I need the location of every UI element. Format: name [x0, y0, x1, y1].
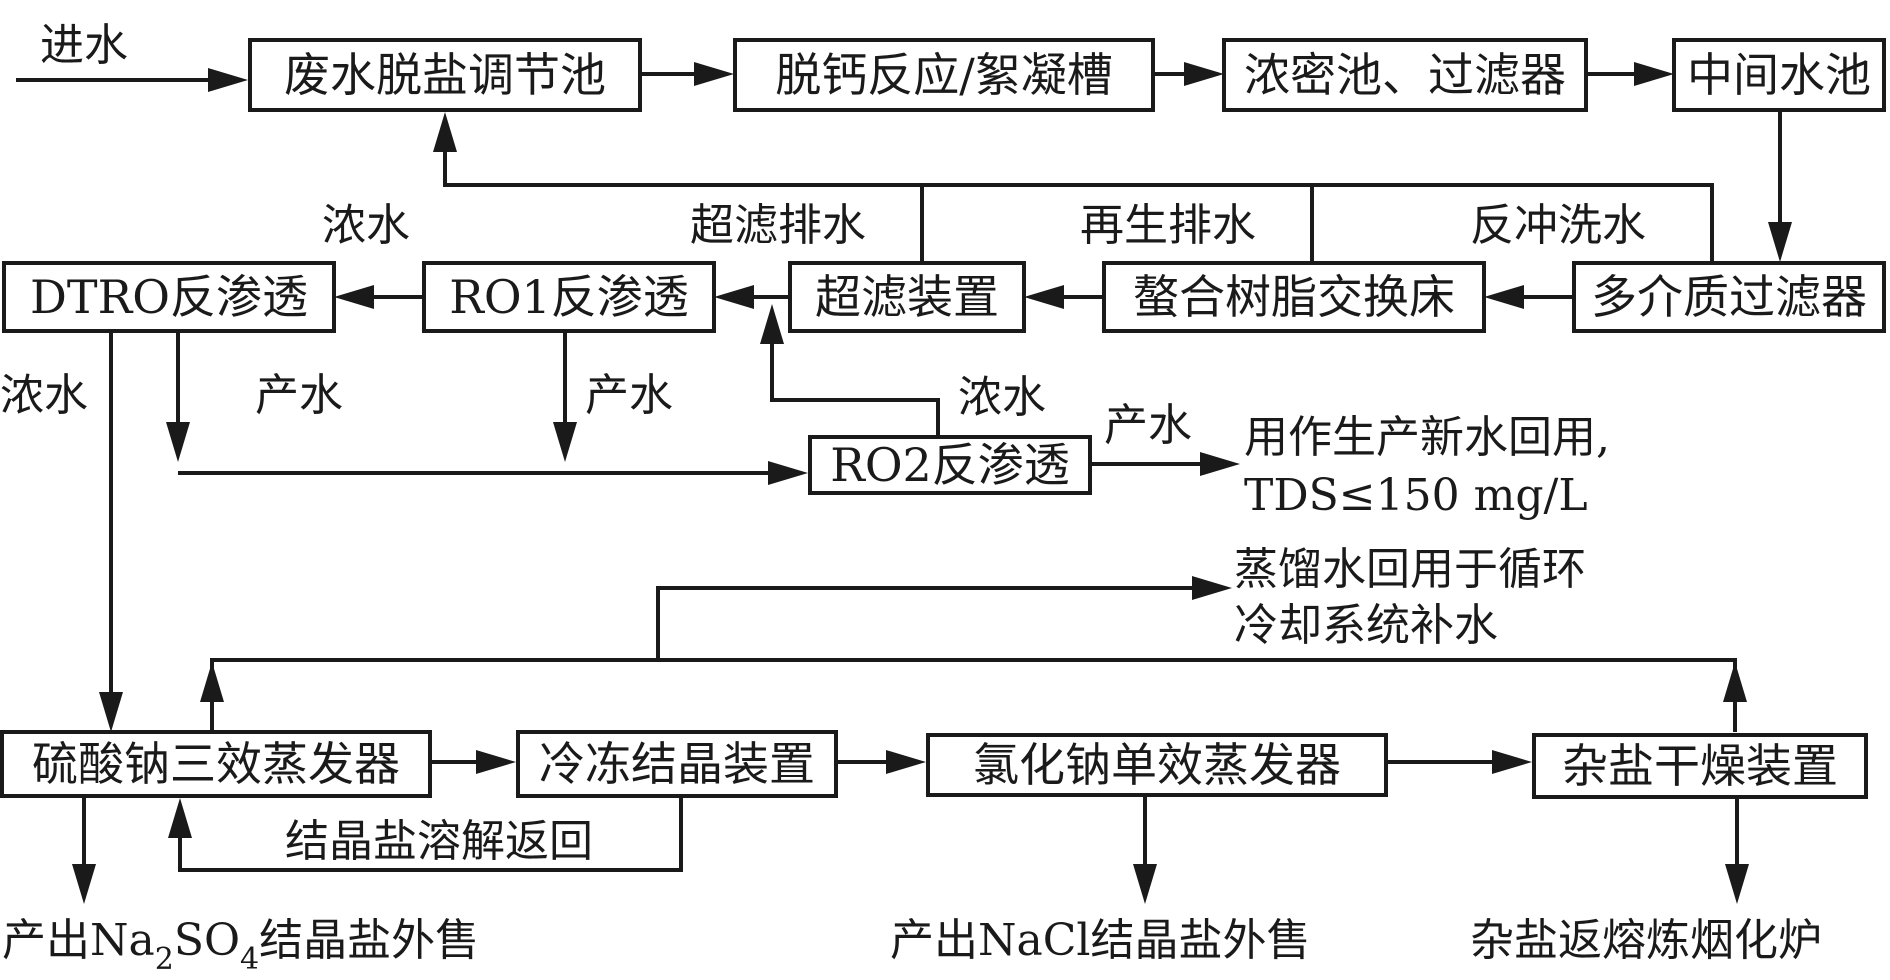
- svg-text:DTRO反渗透: DTRO反渗透: [30, 270, 308, 324]
- node-ultrafiltration: 超滤装置: [788, 261, 1026, 333]
- label-uf-drain: 超滤排水: [690, 200, 866, 251]
- node-chelating-resin-bed: 螯合树脂交换床: [1102, 261, 1486, 333]
- svg-text:RO1反渗透: RO1反渗透: [449, 270, 689, 324]
- node-freeze-crystallizer: 冷冻结晶装置: [516, 730, 838, 798]
- arrowhead-icon: [714, 285, 754, 309]
- arrowhead-icon: [72, 864, 96, 904]
- output-tds-spec: TDS≤150 mg/L: [1244, 470, 1588, 521]
- arrowhead-icon: [168, 798, 192, 838]
- node-ro1: RO1反渗透: [422, 261, 716, 333]
- node-ro2: RO2反渗透: [808, 435, 1092, 495]
- arrowhead-icon: [553, 422, 577, 462]
- label-ro1-product: 产水: [585, 370, 673, 421]
- arrowhead-icon: [476, 750, 516, 774]
- output-distilled-water: 蒸馏水回用于循环: [1234, 544, 1586, 595]
- drain-return-line: [443, 140, 1714, 262]
- svg-text:浓密池、过滤器: 浓密池、过滤器: [1244, 48, 1566, 102]
- svg-text:脱钙反应/絮凝槽: 脱钙反应/絮凝槽: [775, 48, 1113, 102]
- arrowhead-icon: [1634, 62, 1674, 86]
- output-cooling-makeup: 冷却系统补水: [1234, 600, 1498, 651]
- output-mixed-salt: 杂盐返熔炼烟化炉: [1470, 915, 1822, 966]
- node-decalcification-tank: 脱钙反应/絮凝槽: [733, 38, 1155, 112]
- node-na2so4-evaporator: 硫酸钠三效蒸发器: [0, 730, 432, 798]
- arrowhead-icon: [1184, 62, 1224, 86]
- arrowhead-icon: [1024, 285, 1064, 309]
- svg-text:螯合树脂交换床: 螯合树脂交换床: [1133, 270, 1455, 324]
- svg-text:氯化钠单效蒸发器: 氯化钠单效蒸发器: [973, 738, 1341, 792]
- distilled-header-line: [210, 658, 1737, 700]
- node-mixed-salt-dryer: 杂盐干燥装置: [1532, 733, 1868, 799]
- arrowhead-icon: [208, 68, 248, 92]
- distilled-water-line: [656, 586, 1195, 660]
- label-ro1-concentrate: 浓水: [322, 200, 410, 251]
- arrowhead-icon: [99, 692, 123, 732]
- label-crystal-return: 结晶盐溶解返回: [285, 816, 593, 867]
- node-thickener-filter: 浓密池、过滤器: [1222, 38, 1588, 112]
- output-na2so4-salt: 产出Na2SO4结晶盐外售: [2, 915, 479, 977]
- node-regulating-pool: 废水脱盐调节池: [248, 38, 642, 112]
- arrowhead-icon: [1768, 222, 1792, 262]
- node-dtro: DTRO反渗透: [2, 261, 336, 333]
- svg-text:RO2反渗透: RO2反渗透: [830, 438, 1070, 492]
- connectors: [16, 62, 1792, 904]
- arrowhead-icon: [1192, 576, 1232, 600]
- arrowhead-icon: [1723, 662, 1747, 702]
- arrowhead-icon: [1133, 864, 1157, 904]
- arrowhead-icon: [200, 662, 224, 702]
- arrowhead-icon: [334, 285, 374, 309]
- label-dtro-product: 产水: [255, 370, 343, 421]
- output-nacl-salt: 产出NaCl结晶盐外售: [890, 915, 1310, 966]
- node-intermediate-pool: 中间水池: [1672, 38, 1886, 112]
- label-backwash: 反冲洗水: [1470, 200, 1646, 251]
- crystal-return-line: [178, 796, 683, 872]
- label-dtro-concentrate: 浓水: [0, 370, 88, 421]
- arrowhead-icon: [1725, 864, 1749, 904]
- node-nacl-evaporator: 氯化钠单效蒸发器: [926, 733, 1388, 797]
- arrowhead-icon: [166, 422, 190, 462]
- svg-text:废水脱盐调节池: 废水脱盐调节池: [284, 48, 606, 102]
- svg-text:硫酸钠三效蒸发器: 硫酸钠三效蒸发器: [32, 737, 400, 791]
- svg-text:冷冻结晶装置: 冷冻结晶装置: [539, 737, 815, 791]
- node-multimedia-filter: 多介质过滤器: [1572, 261, 1886, 333]
- arrowhead-icon: [433, 112, 457, 152]
- arrowhead-icon: [768, 461, 808, 485]
- svg-text:超滤装置: 超滤装置: [815, 270, 999, 324]
- arrowhead-icon: [694, 62, 734, 86]
- label-regen-drain: 再生排水: [1080, 200, 1256, 251]
- arrowhead-icon: [1200, 452, 1240, 476]
- svg-text:中间水池: 中间水池: [1687, 48, 1871, 102]
- arrowhead-icon: [760, 304, 784, 344]
- arrowhead-icon: [886, 750, 926, 774]
- output-reuse-water: 用作生产新水回用,: [1244, 412, 1610, 463]
- arrowhead-icon: [1492, 750, 1532, 774]
- arrowhead-icon: [1484, 285, 1524, 309]
- label-ro2-product: 产水: [1104, 400, 1192, 451]
- label-inlet: 进水: [40, 20, 128, 71]
- ro2-concentrate-line: [770, 340, 940, 440]
- svg-text:杂盐干燥装置: 杂盐干燥装置: [1562, 739, 1838, 793]
- label-ro2-concentrate: 浓水: [958, 372, 1046, 423]
- svg-text:多介质过滤器: 多介质过滤器: [1591, 270, 1867, 324]
